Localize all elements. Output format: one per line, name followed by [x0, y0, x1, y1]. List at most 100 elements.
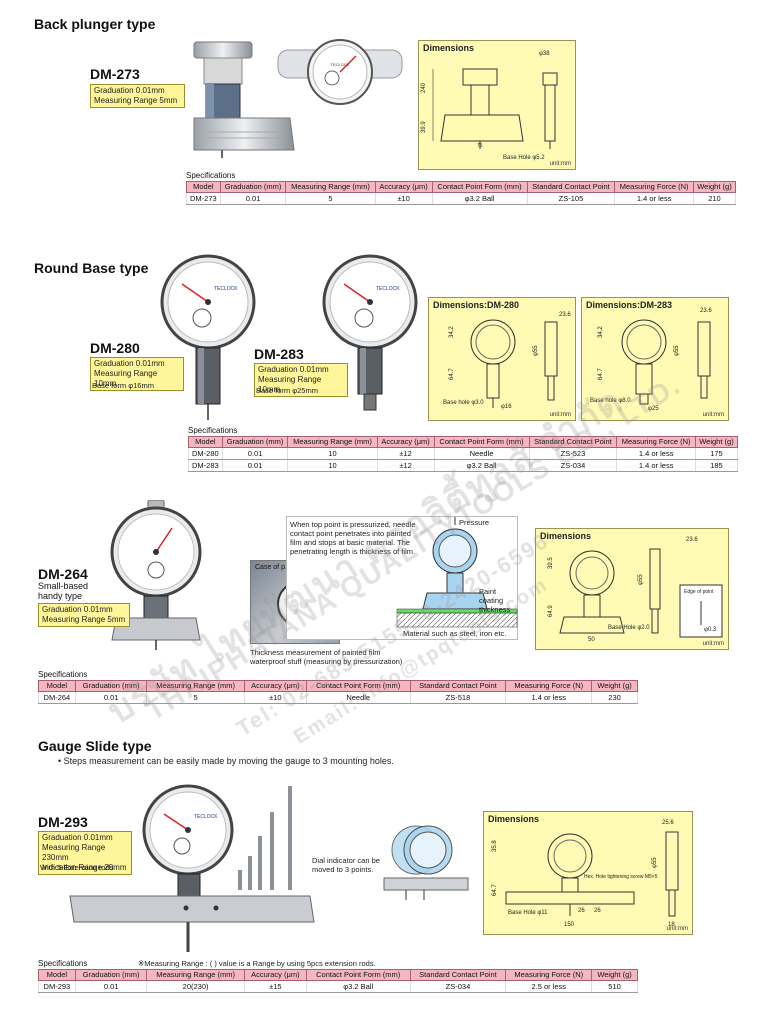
- dm283-dim-236: 23.6: [700, 308, 712, 314]
- spec-header: Weight (g): [591, 969, 638, 981]
- dm280-dim-phi16: φ16: [501, 404, 512, 410]
- model-title-dm264: DM-264: [38, 566, 88, 582]
- table-cell: 1.4 or less: [616, 447, 696, 460]
- table-cell: 10: [287, 459, 378, 472]
- table-cell: 185: [694, 459, 739, 472]
- dm280-spec-box: Graduation 0.01mm Measuring Range 10mm: [90, 357, 184, 391]
- table-cell: ±10: [243, 691, 307, 704]
- spec-header: Contact Point Form (mm): [433, 436, 530, 448]
- dm293-dimension-drawing: 25.6 35.8 64.7 φ55 Hex. Hole tightening …: [492, 820, 679, 928]
- table-cell: ZS-518: [409, 691, 507, 704]
- dm264-dim-phi03: φ0.3: [704, 627, 717, 633]
- spec-header: Model: [38, 969, 76, 981]
- dm293-dim-256: 25.6: [662, 820, 674, 826]
- spec-header: Accuracy (μm): [374, 181, 433, 193]
- dm293-range: Measuring Range 230mm: [42, 843, 106, 862]
- table-cell: DM-283: [188, 459, 223, 472]
- dm280-dimensions-box: Dimensions:DM-280 23.6 34.2 64.7 φ55 φ16…: [428, 297, 576, 421]
- section-title-gauge-slide: Gauge Slide type: [38, 738, 152, 754]
- dm273-spec-box: Graduation 0.01mm Measuring Range 5mm: [90, 84, 185, 108]
- dm273-dimensions-box: Dimensions 240 39.9 φ38 75 Base Hole φ5.…: [418, 40, 576, 170]
- film-diagram-drawing: [396, 517, 518, 628]
- dm293-hex-label: Hex. Hole tightening screw M5×5: [584, 874, 658, 880]
- spec-header: Graduation (mm): [221, 436, 289, 448]
- dm283-product-image: TECLOCK: [322, 254, 418, 411]
- table-cell: 2.5 or less: [505, 980, 593, 993]
- spec-header: Model: [186, 181, 221, 193]
- spec-label-264: Specifications: [38, 670, 88, 679]
- dm264-edge-label: Edge of point: [684, 589, 714, 595]
- table-cell: DM-280: [188, 447, 223, 460]
- dm293-note: With 5-Extension rods: [40, 863, 114, 872]
- dm293-dimensions-box: Dimensions 25.6 35.8 64.7 φ55 Hex. Hole …: [483, 811, 693, 935]
- table-cell: ZS-034: [528, 459, 618, 472]
- dm280-graduation: Graduation 0.01mm: [94, 359, 165, 368]
- dm273-dial-brand: TECLOCK: [331, 62, 350, 67]
- dm280-product-image: TECLOCK: [160, 254, 256, 420]
- table-cell: 0.01: [74, 980, 148, 993]
- dm264-dim-649: 64.9: [548, 605, 554, 617]
- spec-label-280: Specifications: [188, 426, 238, 435]
- dm264-spec-box: Graduation 0.01mm Measuring Range 5mm: [38, 603, 130, 627]
- table-cell: 1.4 or less: [505, 691, 593, 704]
- dm293-dim-26a: 26: [578, 908, 585, 914]
- spec-header: Standard Contact Point: [526, 181, 616, 193]
- material-label: Material such as steel, iron etc.: [403, 629, 507, 638]
- spec-header: Measuring Force (N): [505, 969, 593, 981]
- dm273-graduation: Graduation 0.01mm: [94, 86, 165, 95]
- model-title-dm280: DM-280: [90, 340, 140, 356]
- dm293-dim-26b: 26: [594, 908, 601, 914]
- table-cell: 1.4 or less: [614, 192, 694, 205]
- table-cell: 1.4 or less: [616, 459, 696, 472]
- dm293-graduation: Graduation 0.01mm: [42, 833, 113, 842]
- spec-label-293: Specifications: [38, 959, 88, 968]
- dm293-dim-phi55: φ55: [652, 857, 658, 868]
- table-cell: DM-264: [38, 691, 76, 704]
- spec-label-273: Specifications: [186, 171, 236, 180]
- table-cell: ±10: [374, 192, 433, 205]
- spec-header: Measuring Force (N): [505, 680, 593, 692]
- dm283-unit: unit:mm: [702, 412, 724, 418]
- table-cell: 5: [285, 192, 376, 205]
- spec-header: Weight (g): [591, 680, 638, 692]
- thickness-caption: Thickness measurement of painted film wa…: [250, 648, 403, 666]
- dm283-dial-brand: TECLOCK: [376, 286, 400, 292]
- dm264-basehole: Base Hole φ2.0: [608, 625, 650, 631]
- dm273-dim-399: 39.9: [421, 121, 427, 133]
- spec-header: Model: [38, 680, 76, 692]
- dm293-dim-150: 150: [564, 922, 575, 928]
- dm283-dimension-drawing: 23.6 34.2 64.7 φ55 φ25 Base hole φ8.0: [590, 308, 712, 412]
- spec-header: Accuracy (μm): [243, 680, 307, 692]
- table-cell: 0.01: [219, 192, 287, 205]
- table-cell: ZS-034: [409, 980, 507, 993]
- photo-label: Case of p...: [255, 564, 291, 571]
- table-cell: 10: [287, 447, 378, 460]
- dm283-dim-647: 64.7: [598, 368, 604, 380]
- dm283-graduation: Graduation 0.01mm: [258, 365, 329, 374]
- table-cell: ±12: [376, 447, 435, 460]
- dm264-dim-395: 39.5: [548, 557, 554, 569]
- dm280-base-note: Base form φ16mm: [92, 381, 154, 390]
- dm273-dim-75: 75: [477, 143, 483, 149]
- dm283-range: Measuring Range 10mm: [258, 375, 322, 394]
- pressure-label: Pressure: [459, 518, 490, 527]
- dial-move-illustration: [383, 825, 469, 900]
- dm280-dimension-drawing: 23.6 34.2 64.7 φ55 φ16 Base hole φ3.0: [443, 312, 571, 410]
- dm280-dim-342: 34.2: [449, 326, 455, 338]
- dm280-range: Measuring Range 10mm: [94, 369, 158, 388]
- dm264-dim-50: 50: [588, 637, 595, 643]
- dm293-unit: unit:mm: [666, 926, 688, 932]
- dm273-unit: unit:mm: [549, 161, 571, 167]
- dm293-basehole: Base Hole φ11: [508, 910, 548, 916]
- dm273-dimension-drawing: 240 39.9 φ38 75 Base Hole φ5.2: [421, 51, 558, 161]
- spec-header: Measuring Range (mm): [146, 969, 245, 981]
- spec-note-293: ※Measuring Range : ( ) value is a Range …: [138, 959, 376, 968]
- dm280-dim-phi55: φ55: [533, 345, 539, 356]
- table-cell: DM-273: [186, 192, 221, 205]
